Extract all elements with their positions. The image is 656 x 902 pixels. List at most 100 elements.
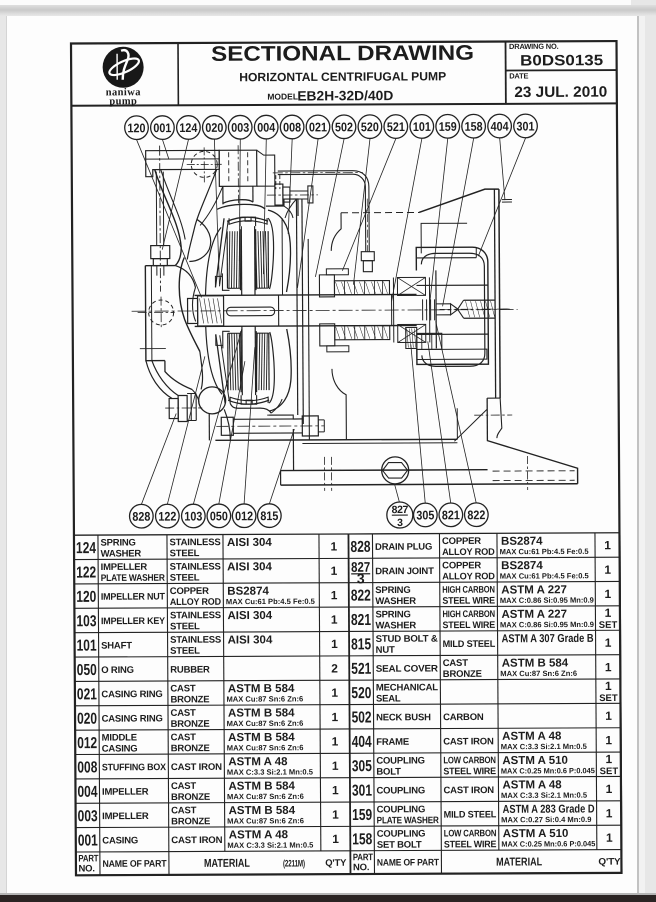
svg-text:MECHANICAL: MECHANICAL (376, 682, 438, 693)
svg-text:828: 828 (350, 539, 370, 556)
svg-text:EB2H-32D/40D: EB2H-32D/40D (297, 88, 393, 103)
svg-text:ASTM A 227: ASTM A 227 (501, 584, 567, 596)
svg-text:1: 1 (332, 808, 339, 822)
svg-text:124: 124 (76, 540, 96, 557)
svg-text:SET BOLT: SET BOLT (377, 840, 422, 851)
svg-text:404: 404 (352, 734, 372, 751)
svg-text:PLATE WASHER: PLATE WASHER (377, 815, 439, 826)
svg-text:101: 101 (413, 120, 431, 134)
svg-text:FRAME: FRAME (376, 737, 409, 748)
svg-text:ASTM B 584: ASTM B 584 (229, 805, 296, 817)
svg-text:301: 301 (352, 783, 372, 800)
svg-text:ASTM B 584: ASTM B 584 (502, 657, 569, 669)
svg-text:naniwa: naniwa (106, 87, 141, 98)
svg-text:822: 822 (467, 508, 485, 522)
svg-text:ALLOY ROD: ALLOY ROD (442, 571, 495, 582)
svg-text:MAX Cu:87 Sn:6 Zn:6: MAX Cu:87 Sn:6 Zn:6 (227, 719, 304, 728)
svg-text:SECTIONAL DRAWING: SECTIONAL DRAWING (211, 42, 474, 66)
svg-text:CASING: CASING (102, 743, 138, 754)
svg-text:STAINLESS: STAINLESS (170, 610, 221, 621)
svg-text:1: 1 (606, 782, 613, 796)
svg-text:AISI 304: AISI 304 (227, 561, 272, 573)
svg-text:NO.: NO. (78, 863, 94, 874)
svg-text:CASING RING: CASING RING (102, 713, 163, 724)
svg-text:827: 827 (351, 559, 370, 575)
svg-text:MAX C:0.25 Mn:0.6 P:0.045: MAX C:0.25 Mn:0.6 P:0.045 (501, 766, 596, 775)
svg-text:1: 1 (606, 806, 613, 820)
svg-text:MAX C:3.3 Si:2.1 Mn:0.5: MAX C:3.3 Si:2.1 Mn:0.5 (227, 841, 314, 850)
svg-text:23 JUL. 2010: 23 JUL. 2010 (514, 84, 607, 101)
svg-text:1: 1 (331, 564, 338, 578)
svg-text:MAX C:3.3 Si:2.1 Mn:0.5: MAX C:3.3 Si:2.1 Mn:0.5 (227, 767, 314, 776)
svg-text:BS2874: BS2874 (501, 560, 543, 572)
svg-text:502: 502 (352, 709, 372, 726)
svg-text:DATE: DATE (509, 71, 528, 80)
svg-text:1: 1 (331, 613, 338, 627)
svg-text:1: 1 (605, 733, 612, 747)
svg-text:2: 2 (331, 661, 338, 675)
svg-text:404: 404 (491, 120, 509, 134)
svg-text:CAST: CAST (171, 732, 197, 743)
svg-text:MAX C:0.86 Si:0.95 Mn:0.9: MAX C:0.86 Si:0.95 Mn:0.9 (500, 620, 594, 629)
svg-text:HIGH CARBON: HIGH CARBON (442, 585, 495, 596)
svg-text:NAME OF PART: NAME OF PART (377, 857, 439, 868)
svg-text:003: 003 (231, 121, 249, 135)
svg-text:ALLOY ROD: ALLOY ROD (442, 547, 495, 558)
svg-text:SPRING: SPRING (375, 609, 410, 620)
svg-text:NUT: NUT (376, 645, 395, 656)
svg-text:BRONZE: BRONZE (171, 792, 210, 803)
svg-text:520: 520 (351, 685, 371, 702)
svg-text:521: 521 (351, 661, 371, 678)
svg-text:WASHER: WASHER (101, 548, 142, 559)
svg-text:3: 3 (397, 517, 403, 529)
svg-text:821: 821 (351, 612, 371, 629)
svg-text:COPPER: COPPER (442, 536, 481, 547)
svg-text:021: 021 (309, 120, 327, 134)
svg-text:158: 158 (352, 831, 372, 848)
svg-text:BOLT: BOLT (376, 767, 401, 778)
svg-text:1: 1 (604, 563, 611, 577)
svg-text:COUPLING: COUPLING (376, 755, 425, 766)
svg-text:CARBON: CARBON (443, 712, 484, 723)
svg-text:STUD BOLT &: STUD BOLT & (376, 634, 438, 645)
svg-text:003: 003 (78, 808, 98, 825)
svg-text:1: 1 (605, 606, 612, 620)
svg-text:(2211M): (2211M) (283, 858, 305, 869)
svg-text:STEEL WIRE: STEEL WIRE (442, 620, 495, 631)
svg-text:502: 502 (335, 120, 353, 134)
svg-text:NECK BUSH: NECK BUSH (376, 712, 431, 723)
svg-text:IMPELLER: IMPELLER (102, 811, 149, 822)
svg-text:120: 120 (76, 589, 96, 606)
svg-text:PART: PART (353, 852, 373, 863)
svg-text:STEEL: STEEL (170, 646, 200, 657)
svg-text:STEEL WIRE: STEEL WIRE (444, 839, 497, 850)
svg-text:1: 1 (605, 636, 612, 650)
svg-text:Q'TY: Q'TY (598, 857, 621, 868)
svg-text:COPPER: COPPER (170, 586, 209, 597)
svg-text:IMPELLER: IMPELLER (101, 562, 148, 573)
svg-text:305: 305 (352, 758, 372, 775)
svg-text:SHAFT: SHAFT (101, 640, 132, 651)
svg-text:1: 1 (332, 735, 339, 749)
svg-text:STEEL: STEEL (170, 548, 200, 559)
svg-text:1: 1 (605, 709, 612, 723)
svg-text:MAX Cu:61 Pb:4.5 Fe:0.5: MAX Cu:61 Pb:4.5 Fe:0.5 (226, 597, 316, 606)
svg-text:MAX Cu:61 Pb:4.5 Fe:0.5: MAX Cu:61 Pb:4.5 Fe:0.5 (500, 571, 590, 580)
svg-text:CAST IRON: CAST IRON (171, 835, 222, 846)
svg-text:HIGH CARBON: HIGH CARBON (442, 609, 495, 620)
svg-text:BS2874: BS2874 (501, 536, 543, 548)
svg-text:ASTM B 584: ASTM B 584 (228, 732, 295, 744)
svg-text:301: 301 (516, 119, 534, 133)
svg-text:MAX C:0.25 Mn:0.6 P:0.045: MAX C:0.25 Mn:0.6 P:0.045 (501, 839, 596, 848)
svg-text:159: 159 (352, 807, 372, 824)
svg-text:BRONZE: BRONZE (443, 669, 482, 680)
svg-text:ASTM A 283 Grade D: ASTM A 283 Grade D (503, 803, 595, 815)
svg-text:IMPELLER KEY: IMPELLER KEY (101, 616, 166, 627)
svg-text:ASTM A 48: ASTM A 48 (502, 779, 562, 791)
svg-text:1: 1 (332, 832, 339, 846)
svg-text:PART: PART (78, 853, 98, 864)
svg-text:050: 050 (77, 662, 97, 679)
svg-text:STAINLESS: STAINLESS (169, 537, 220, 548)
svg-text:AISI 304: AISI 304 (228, 634, 273, 646)
svg-text:CAST: CAST (171, 781, 197, 792)
